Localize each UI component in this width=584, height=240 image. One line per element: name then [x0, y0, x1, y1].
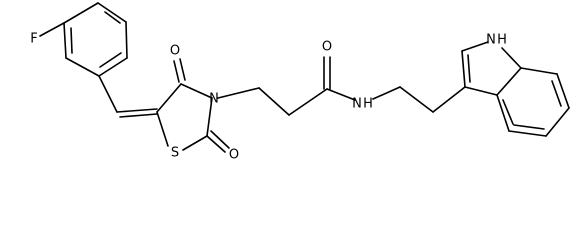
bond	[326, 88, 356, 101]
bond	[179, 58, 186, 81]
bond	[210, 130, 230, 149]
bond	[206, 97, 213, 137]
bond	[461, 41, 489, 52]
bond	[502, 99, 514, 125]
sulfur-atom-label: S	[171, 146, 179, 161]
molecule-drawing: F O N S O O N H N H	[30, 2, 570, 163]
bond	[496, 94, 510, 132]
bond	[116, 108, 158, 113]
amide-oxygen-label: O	[322, 40, 332, 55]
indole-hydrogen-label: H	[497, 33, 507, 48]
bond	[125, 21, 128, 59]
bond	[173, 60, 180, 83]
structure-canvas: F O N S O O N H N H	[30, 2, 570, 163]
bond	[288, 88, 328, 116]
bond	[551, 80, 562, 107]
bond	[217, 87, 260, 99]
bond	[556, 73, 570, 109]
bond	[501, 47, 522, 69]
thiazolidinedione-ring	[156, 58, 230, 153]
bond	[513, 124, 545, 130]
bond	[63, 2, 99, 24]
indole-ring	[461, 41, 570, 137]
methylidene-bridge	[98, 75, 158, 118]
bond	[98, 57, 128, 77]
bond	[104, 11, 121, 24]
bond	[97, 2, 127, 23]
amide-hydrogen-label: H	[363, 97, 373, 112]
bond	[464, 86, 498, 96]
fluorophenyl-ring	[39, 2, 128, 77]
bond	[432, 86, 466, 113]
ethyl-linker	[372, 86, 466, 113]
ring-nitrogen-label: N	[209, 92, 219, 107]
bond	[182, 135, 208, 151]
bond	[206, 135, 226, 153]
bond	[156, 83, 182, 113]
propanamide-chain	[217, 56, 356, 116]
bond	[63, 22, 67, 59]
bond	[70, 27, 73, 54]
bond	[180, 83, 213, 99]
bond	[258, 87, 290, 116]
carbonyl-oxygen-label: O	[229, 148, 239, 163]
bond	[39, 22, 65, 37]
atom-labels: F O N S O O N H N H	[30, 32, 507, 163]
fluorine-atom-label: F	[30, 32, 37, 47]
bond	[399, 86, 434, 113]
bond	[520, 67, 558, 75]
bond	[496, 67, 522, 96]
bond	[98, 75, 118, 113]
bond	[65, 57, 100, 77]
bond	[99, 52, 122, 68]
indole-nitrogen-label: N	[486, 33, 496, 48]
bond	[461, 50, 466, 88]
bond	[545, 107, 570, 137]
carbonyl-oxygen-label: O	[170, 44, 180, 59]
bond	[156, 111, 169, 147]
bond	[119, 113, 158, 118]
bond	[372, 86, 401, 100]
bond	[508, 130, 547, 137]
bond	[467, 54, 471, 83]
amide-nitrogen-label: N	[352, 97, 362, 112]
